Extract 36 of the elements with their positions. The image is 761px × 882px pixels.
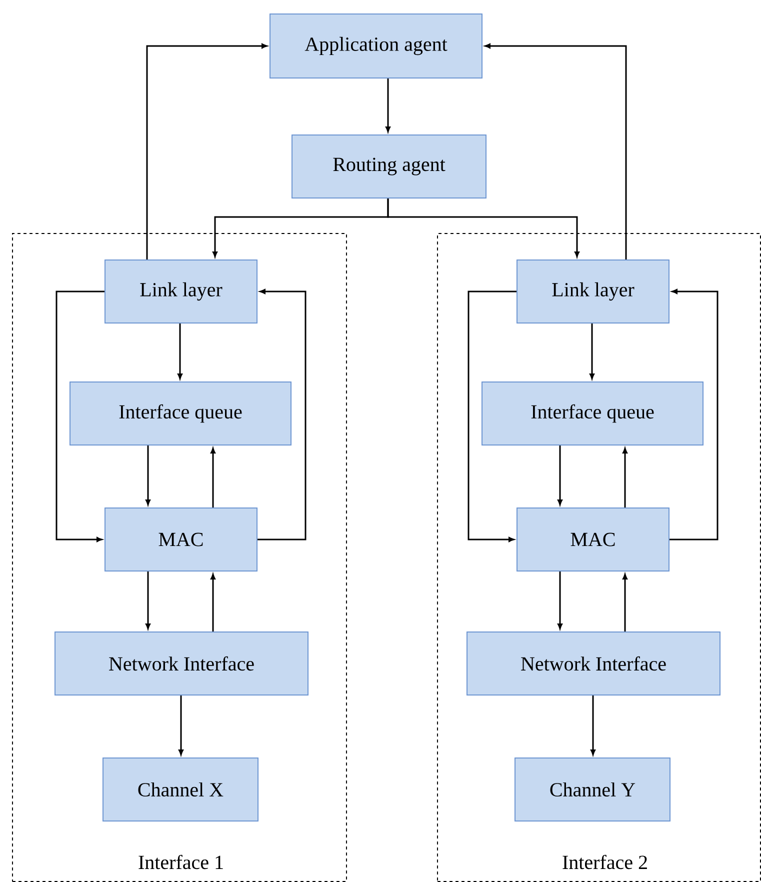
arrow bbox=[210, 448, 216, 508]
arrow bbox=[590, 696, 596, 756]
arrow bbox=[258, 289, 306, 540]
group-label: Interface 1 bbox=[138, 854, 223, 870]
arrow bbox=[590, 324, 594, 380]
process-box: Network Interface bbox=[466, 632, 720, 696]
arrow bbox=[56, 290, 104, 542]
process-box: Channel X bbox=[102, 758, 258, 822]
process-box: Link layer bbox=[516, 260, 670, 324]
dashed-group-frame bbox=[12, 233, 347, 882]
process-box: Link layer bbox=[104, 260, 258, 324]
process-box: MAC bbox=[516, 508, 670, 572]
dashed-group-frame bbox=[437, 233, 761, 882]
arrow bbox=[386, 78, 390, 132]
arrow bbox=[210, 574, 216, 632]
arrow bbox=[146, 44, 268, 260]
process-box: Network Interface bbox=[54, 632, 308, 696]
process-box: Application agent bbox=[270, 14, 482, 78]
arrow bbox=[387, 198, 580, 258]
arrow bbox=[670, 289, 718, 540]
process-box: Routing agent bbox=[292, 134, 486, 198]
group-label: Interface 2 bbox=[562, 854, 647, 870]
process-box: MAC bbox=[104, 508, 258, 572]
arrow bbox=[146, 446, 150, 506]
arrow bbox=[558, 572, 562, 630]
process-box: Channel Y bbox=[514, 758, 670, 822]
arrow bbox=[484, 44, 627, 260]
arrow bbox=[468, 290, 516, 542]
arrow bbox=[622, 574, 628, 632]
arrow bbox=[146, 572, 150, 630]
arrow bbox=[178, 324, 182, 380]
arrow bbox=[178, 696, 184, 756]
process-box: Interface queue bbox=[482, 382, 704, 446]
arrow bbox=[558, 446, 562, 506]
process-box: Interface queue bbox=[70, 382, 292, 446]
arrow bbox=[622, 448, 628, 508]
